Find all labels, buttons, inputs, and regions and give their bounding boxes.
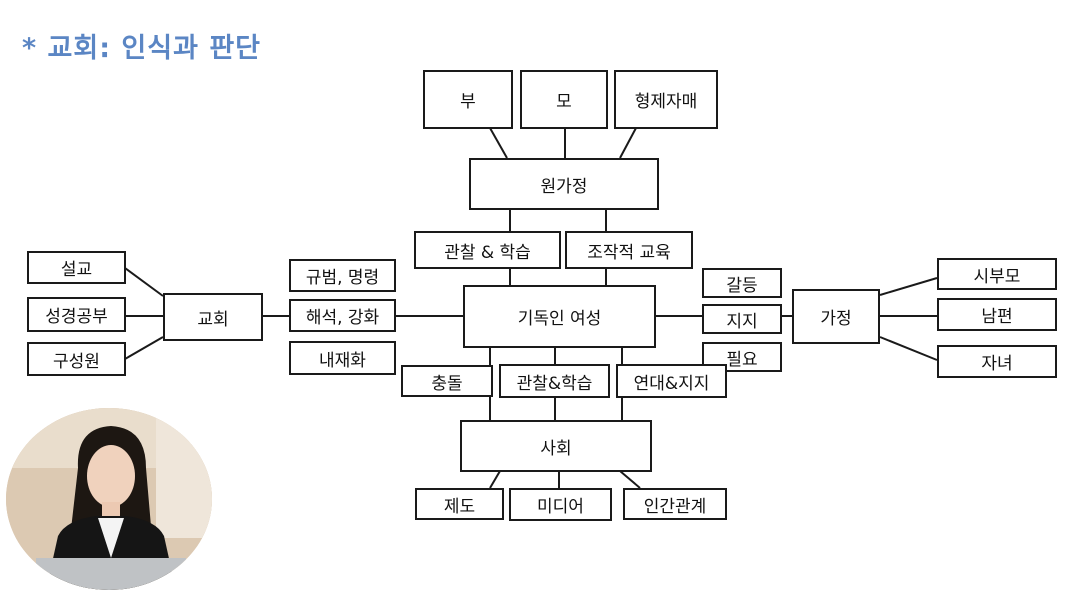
node-support: 지지 — [702, 304, 782, 334]
node-relationships: 인간관계 — [623, 488, 727, 520]
node-children: 자녀 — [937, 345, 1057, 378]
node-observe-learn-bottom: 관찰&학습 — [499, 364, 610, 398]
presenter-webcam — [6, 408, 212, 590]
node-media: 미디어 — [509, 488, 612, 521]
node-mother: 모 — [520, 70, 608, 129]
node-members: 구성원 — [27, 342, 126, 376]
node-internalization: 내재화 — [289, 341, 396, 375]
node-solidarity-support: 연대&지지 — [616, 364, 727, 398]
node-sermon: 설교 — [27, 251, 126, 284]
node-christian-woman: 기독인 여성 — [463, 285, 656, 348]
node-operant-education: 조작적 교육 — [565, 231, 693, 269]
node-observe-learn-top: 관찰 & 학습 — [414, 231, 561, 269]
node-siblings: 형제자매 — [614, 70, 718, 129]
node-father: 부 — [423, 70, 513, 129]
node-home: 가정 — [792, 289, 880, 344]
node-institutions: 제도 — [415, 488, 504, 520]
node-church: 교회 — [163, 293, 263, 341]
node-origin-family: 원가정 — [469, 158, 659, 210]
node-husband: 남편 — [937, 298, 1057, 331]
node-interpret-reinforce: 해석, 강화 — [289, 299, 396, 332]
node-clash: 충돌 — [401, 365, 493, 397]
page-title: * 교회: 인식과 판단 — [22, 33, 261, 64]
node-conflict: 갈등 — [702, 268, 782, 298]
node-norms-commands: 규범, 명령 — [289, 259, 396, 292]
node-in-laws: 시부모 — [937, 258, 1057, 290]
node-society: 사회 — [460, 420, 652, 472]
node-bible-study: 성경공부 — [27, 297, 126, 332]
